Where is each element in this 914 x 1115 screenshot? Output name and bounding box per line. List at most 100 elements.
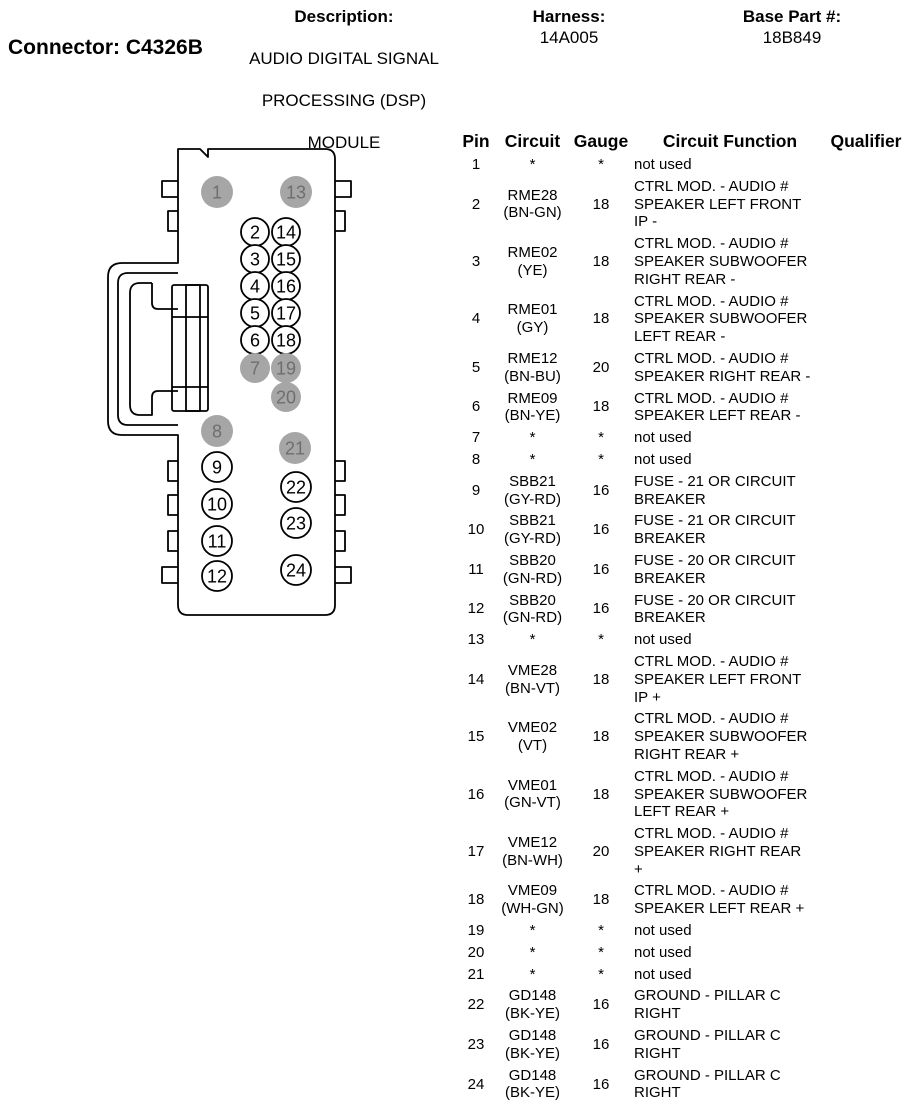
pin-label: 4 <box>250 277 260 297</box>
pin-cavity-unused: 20 <box>271 382 301 412</box>
pin-number-cell: 12 <box>467 600 485 618</box>
pin-cavity: 10 <box>201 488 233 520</box>
circuit-cell: * <box>497 920 568 942</box>
qualifier-cell <box>826 629 906 651</box>
circuit-line: GD148 <box>508 987 557 1005</box>
qualifier-cell <box>826 708 906 765</box>
circuit-cell: RME09(BN-YE) <box>497 388 568 428</box>
left-tab <box>167 210 178 232</box>
pin-cavity: 2 <box>240 217 270 247</box>
circuit-line: (BN-GN) <box>503 204 562 222</box>
circuit-cell: VME02(VT) <box>497 708 568 765</box>
circuit-line: VME12 <box>507 833 558 851</box>
pin-cavity: 22 <box>280 471 312 503</box>
function-line: SPEAKER RIGHT REAR <box>634 842 802 860</box>
pin-circle <box>280 176 312 208</box>
description-line: AUDIO DIGITAL SIGNAL <box>249 49 439 68</box>
table-row: 8**not used <box>455 449 906 471</box>
circuit-cell: VME09(WH-GN) <box>497 880 568 920</box>
qualifier-cell <box>826 766 906 823</box>
circuit-cell: GD148(BK-YE) <box>497 1025 568 1065</box>
circuit-cell: * <box>497 942 568 964</box>
right-tab <box>335 566 352 584</box>
function-line: GROUND - PILLAR C <box>634 987 781 1005</box>
function-line: BREAKER <box>634 609 706 627</box>
circuit-line: (GY) <box>516 319 549 337</box>
circuit-line: (GN-RD) <box>502 609 563 627</box>
left-tab <box>161 180 178 198</box>
pin-number-cell: 13 <box>467 631 485 649</box>
pin-label: 20 <box>276 388 296 408</box>
right-tab <box>335 210 346 232</box>
qualifier-cell <box>826 1025 906 1065</box>
pin-label: 22 <box>286 478 306 498</box>
description-block: Description: AUDIO DIGITAL SIGNAL PROCES… <box>238 7 450 174</box>
qualifier-cell <box>826 964 906 986</box>
gauge-cell: * <box>598 156 604 173</box>
circuit-line: * <box>529 429 536 447</box>
circuit-function-cell: not used <box>634 964 826 986</box>
pin-circle <box>201 560 233 592</box>
pin-label: 10 <box>207 495 227 515</box>
pin-number-cell: 8 <box>471 450 481 468</box>
pin-label: 17 <box>276 304 296 324</box>
connector-label: Connector: C4326B <box>8 36 203 59</box>
function-line: + <box>634 860 643 878</box>
circuit-line: * <box>529 631 536 649</box>
pin-label: 23 <box>286 514 306 534</box>
gauge-cell: 16 <box>592 521 610 539</box>
function-line: RIGHT REAR + <box>634 745 740 763</box>
pin-cavity-unused: 8 <box>201 415 233 447</box>
gauge-cell: 16 <box>592 1075 610 1093</box>
function-line: LEFT REAR - <box>634 328 726 346</box>
circuit-cell: * <box>497 154 568 176</box>
circuit-cell: * <box>497 964 568 986</box>
function-line: RIGHT <box>634 1044 681 1062</box>
pin-circle <box>280 507 312 539</box>
pin-label: 7 <box>250 359 260 379</box>
circuit-cell: RME02(YE) <box>497 233 568 290</box>
column-header-function: Circuit Function <box>662 131 798 151</box>
pin-cavity: 24 <box>280 554 312 586</box>
circuit-function-cell: CTRL MOD. - AUDIO #SPEAKER LEFT REAR + <box>634 880 826 920</box>
pin-label: 6 <box>250 331 260 351</box>
left-tab <box>167 530 178 552</box>
gauge-cell: 18 <box>592 252 610 270</box>
circuit-line: (GN-VT) <box>504 794 561 812</box>
pin-cavity: 9 <box>201 451 233 483</box>
circuit-line: (WH-GN) <box>501 900 564 918</box>
table-row: 20**not used <box>455 942 906 964</box>
circuit-line: (BK-YE) <box>504 1044 560 1062</box>
circuit-line: RME28 <box>507 186 558 204</box>
function-line: SPEAKER SUBWOOFER <box>634 728 808 746</box>
gauge-cell: 18 <box>592 670 610 688</box>
pin-circle <box>201 525 233 557</box>
gauge-cell: * <box>598 450 604 468</box>
pin-circle <box>280 554 312 586</box>
pin-number-cell: 5 <box>471 358 481 376</box>
pin-number-cell: 4 <box>471 310 481 328</box>
circuit-cell: RME28(BN-GN) <box>497 176 568 233</box>
table-row: 21**not used <box>455 964 906 986</box>
circuit-cell: SBB20(GN-RD) <box>497 550 568 590</box>
table-row: 13**not used <box>455 629 906 651</box>
circuit-function-cell: not used <box>634 154 826 176</box>
circuit-function-cell: CTRL MOD. - AUDIO #SPEAKER LEFT REAR - <box>634 388 826 428</box>
pin-cavity-unused: 19 <box>271 353 301 383</box>
function-line: CTRL MOD. - AUDIO # <box>634 389 789 407</box>
function-line: GROUND - PILLAR C <box>634 1027 781 1045</box>
function-line: CTRL MOD. - AUDIO # <box>634 882 789 900</box>
pin-number-cell: 17 <box>467 842 485 860</box>
base-part-value: 18B849 <box>762 28 822 47</box>
pin-cavity: 23 <box>280 507 312 539</box>
qualifier-cell <box>826 823 906 880</box>
circuit-cell: VME01(GN-VT) <box>497 766 568 823</box>
